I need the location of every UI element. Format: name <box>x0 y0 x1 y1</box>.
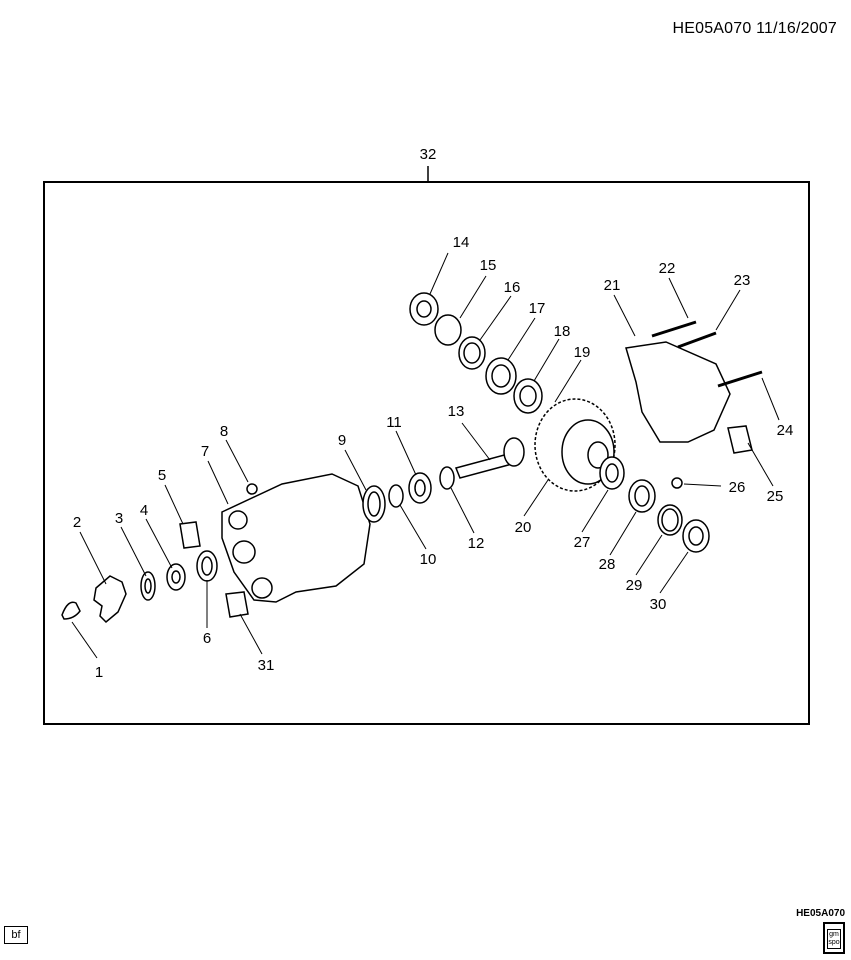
part-vent-cap <box>61 601 81 620</box>
callout-30: 30 <box>650 596 667 613</box>
callout-9: 9 <box>338 432 346 449</box>
footer-diagram-code: HE05A070 <box>796 908 845 919</box>
callout-7: 7 <box>201 443 209 460</box>
callout-19: 19 <box>574 344 591 361</box>
part-carrier-housing <box>221 473 371 603</box>
part-bolt-22 <box>651 320 697 338</box>
callout-1: 1 <box>95 664 103 681</box>
part-bolt-26 <box>671 477 683 489</box>
callout-27: 27 <box>574 534 591 551</box>
part-bolt-8 <box>246 483 258 495</box>
callout-4: 4 <box>140 502 148 519</box>
part-pinion-13 <box>454 453 514 479</box>
callout-5: 5 <box>158 467 166 484</box>
callout-13: 13 <box>448 403 465 420</box>
callout-10: 10 <box>420 551 437 568</box>
part-bushing-5 <box>179 521 201 549</box>
callout-2: 2 <box>73 514 81 531</box>
part-bolt-23 <box>677 331 717 349</box>
callout-32: 32 <box>420 146 437 163</box>
callout-31: 31 <box>258 657 275 674</box>
callout-15: 15 <box>480 257 497 274</box>
callout-20: 20 <box>515 519 532 536</box>
callout-25: 25 <box>767 488 784 505</box>
diagram-code-date: HE05A070 11/16/2007 <box>672 20 837 37</box>
gm-spo-logo: gm spo <box>823 922 845 954</box>
callout-28: 28 <box>599 556 616 573</box>
part-bushing-25 <box>727 425 753 454</box>
callout-17: 17 <box>529 300 546 317</box>
assembly-frame <box>43 181 810 725</box>
callout-22: 22 <box>659 260 676 277</box>
callout-3: 3 <box>115 510 123 527</box>
callout-29: 29 <box>626 577 643 594</box>
part-shim-12 <box>439 466 455 490</box>
callout-14: 14 <box>453 234 470 251</box>
callout-6: 6 <box>203 630 211 647</box>
callout-23: 23 <box>734 272 751 289</box>
callout-21: 21 <box>604 277 621 294</box>
part-bolt-24 <box>717 370 763 388</box>
callout-8: 8 <box>220 423 228 440</box>
callout-24: 24 <box>777 422 794 439</box>
part-sleeve-10 <box>388 484 404 508</box>
part-cover-21 <box>625 341 731 443</box>
callout-11: 11 <box>386 414 402 431</box>
part-bushing-31 <box>225 591 249 618</box>
callout-12: 12 <box>468 535 485 552</box>
footer-bf-box: bf <box>4 926 28 944</box>
part-flange <box>93 575 127 624</box>
part-snap-ring-15 <box>434 314 462 346</box>
callout-26: 26 <box>729 479 746 496</box>
callout-16: 16 <box>504 279 521 296</box>
callout-18: 18 <box>554 323 571 340</box>
